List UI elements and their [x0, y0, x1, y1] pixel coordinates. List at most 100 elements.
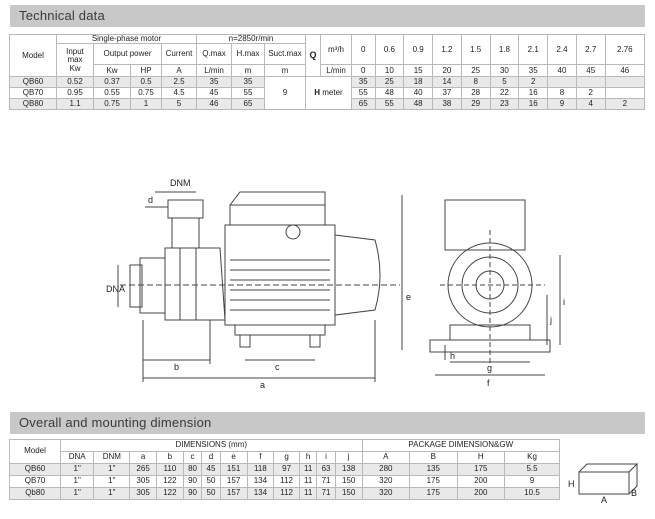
dim-cell: 151 [219, 463, 248, 476]
current-cell: 5 [161, 98, 197, 111]
q-m3h-8: 2.7 [575, 33, 606, 66]
h-cell: 28 [460, 87, 491, 100]
hp-cell: 0.5 [130, 76, 162, 89]
e-label: e [406, 292, 411, 302]
kw-cell: 0.55 [93, 87, 131, 100]
dim-cell: 265 [129, 463, 157, 476]
q-m3h-5: 1.8 [489, 33, 520, 66]
dim-cell: 134 [246, 475, 275, 488]
dna-label: DNA [106, 284, 125, 294]
dim-cell: 1" [59, 463, 95, 476]
box-a-label: A [601, 495, 607, 503]
box-h-label: H [568, 479, 575, 489]
dimensions-table: Model DIMENSIONS (mm) PACKAGE DIMENSION&… [9, 439, 561, 500]
h-cell: 22 [489, 87, 520, 100]
table-row: QB60 0.52 0.37 0.5 2.5 35 35 9 H meter 3… [9, 76, 646, 111]
technical-data-header: Technical data [10, 5, 645, 27]
input-cell: 0.52 [56, 76, 94, 89]
col-e: e [219, 451, 248, 464]
pkg-cell: 135 [409, 463, 458, 476]
h-cell: 48 [403, 98, 434, 111]
model-cell: Qb80 [9, 487, 61, 500]
h-cell: 37 [432, 87, 462, 100]
dim-cell: 50 [201, 475, 221, 488]
col-d: d [201, 451, 221, 464]
dim-cell: 305 [129, 487, 157, 500]
dim-cell: 110 [156, 463, 184, 476]
table-row: QB70 1" 1" 305 122 90 50 157 134 112 11 … [9, 475, 560, 488]
h-cell [604, 87, 646, 100]
kw-cell: 0.75 [93, 98, 131, 111]
b-label: b [174, 362, 179, 372]
m-unit-suct: m [264, 64, 306, 78]
h-cell: 16 [518, 87, 549, 100]
dim-cell: 112 [273, 475, 300, 488]
h-cell: 25 [374, 76, 405, 89]
h-cell [547, 76, 577, 89]
pkg-cell: 175 [409, 487, 458, 500]
a-label: a [260, 380, 265, 390]
input-cell: 1.1 [56, 98, 94, 111]
dim-cell: 50 [201, 487, 221, 500]
h-cell: 23 [489, 98, 520, 111]
dim-cell: 157 [219, 475, 248, 488]
col-pkg-h: H [456, 451, 506, 464]
f-label: f [487, 378, 490, 388]
technical-data-title: Technical data [19, 8, 105, 23]
dim-cell: 45 [201, 463, 221, 476]
pkg-cell: 10.5 [504, 487, 560, 500]
h-cell: 9 [547, 98, 577, 111]
h-cell: 18 [403, 76, 434, 89]
input-cell: 0.95 [56, 87, 94, 100]
dim-cell: 1" [93, 475, 131, 488]
dim-cell: 1" [93, 463, 131, 476]
dim-cell: 122 [156, 475, 184, 488]
h-cell: 48 [374, 87, 405, 100]
overall-dimension-header: Overall and mounting dimension [10, 412, 645, 434]
suct-cell: 9 [264, 76, 306, 111]
technical-data-table: Model Single-phase motor n=2850r/min Q m… [9, 33, 646, 111]
suct-header: Suct.max [264, 43, 306, 66]
hmax-header: H.max [231, 43, 265, 66]
dim-cell: 134 [246, 487, 275, 500]
pkg-cell: 280 [361, 463, 411, 476]
col-g: g [273, 451, 300, 464]
q-m3h-2: 0.9 [403, 33, 434, 66]
hmax-cell: 55 [231, 87, 265, 100]
meter-label: meter [320, 88, 343, 98]
input-header: Input max Kw [56, 43, 94, 78]
dim-cell: 305 [129, 475, 157, 488]
lmin-label: L/min [320, 64, 352, 78]
dim-cell: 138 [334, 463, 363, 476]
pkg-cell: 5.5 [504, 463, 560, 476]
model-cell: QB60 [9, 463, 61, 476]
pkg-cell: 200 [456, 475, 506, 488]
hp-cell: 1 [130, 98, 162, 111]
h-cell: 2 [604, 98, 646, 111]
col-c: c [182, 451, 203, 464]
dimensions-group-header: DIMENSIONS (mm) [60, 439, 363, 452]
model-header: Model [9, 33, 57, 78]
dim-cell: 122 [156, 487, 184, 500]
h-cell: 16 [518, 98, 549, 111]
col-pkg-a: A [361, 451, 411, 464]
dim-cell: 63 [316, 463, 336, 476]
dim-cell: 71 [316, 475, 336, 488]
model-cell: QB70 [9, 475, 61, 488]
dim-cell: 112 [273, 487, 300, 500]
q-m3h-6: 2.1 [518, 33, 549, 66]
q-lmin-2: 15 [403, 64, 434, 78]
dim-cell: 97 [273, 463, 300, 476]
q-m3h-1: 0.6 [374, 33, 405, 66]
table-row: QB80 1.1 0.75 1 5 46 65 65 55 48 38 29 2… [9, 98, 646, 111]
h-meter-label: H meter [305, 76, 352, 111]
col-pkg-kg: Kg [504, 451, 560, 464]
col-dnm: DNM [93, 451, 131, 464]
pkg-cell: 175 [456, 463, 506, 476]
current-cell: 4.5 [161, 87, 197, 100]
q-lmin-3: 20 [432, 64, 462, 78]
dim-cell: 1" [93, 487, 131, 500]
output-power-header: Output power [93, 43, 162, 66]
pump-front-view-drawing: i j h g f [429, 199, 565, 388]
col-f: f [246, 451, 275, 464]
